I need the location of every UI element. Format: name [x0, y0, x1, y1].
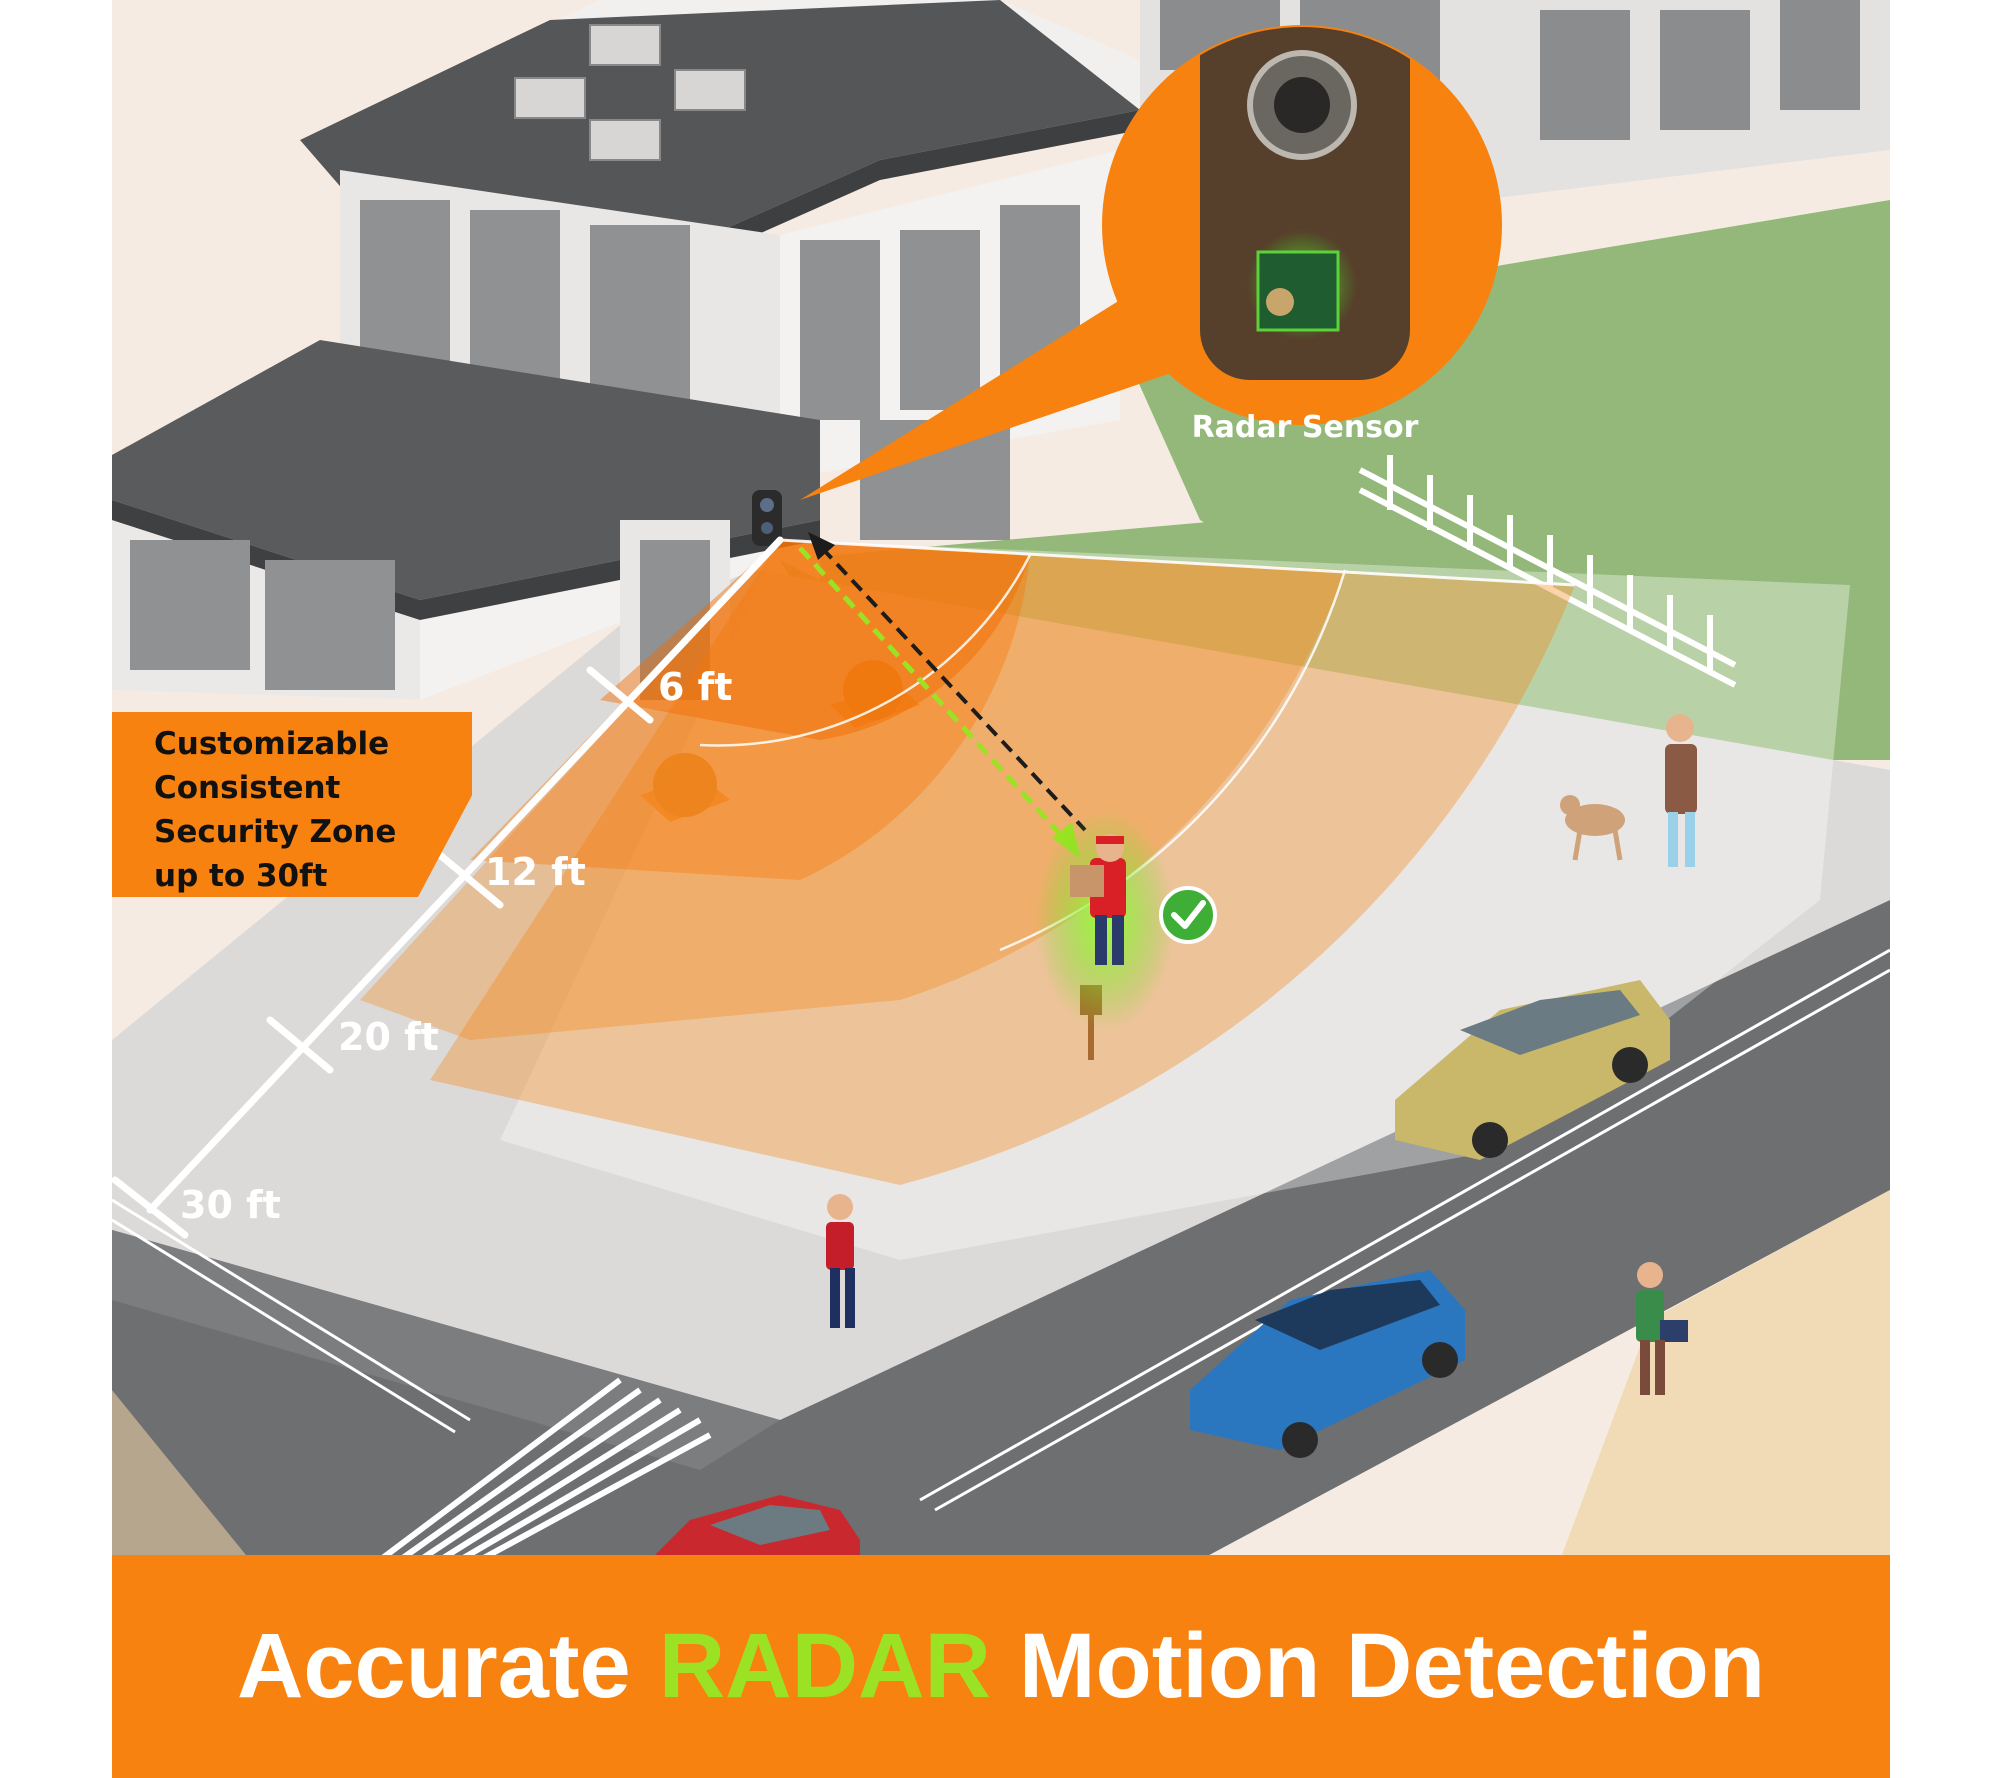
doorbell-camera: [752, 490, 782, 546]
headline-motion-detection: Motion Detection: [1018, 1615, 1766, 1717]
callout-line-1: Customizable: [154, 726, 390, 762]
headline-word-radar: RADAR: [658, 1615, 991, 1717]
planter-right: [830, 660, 920, 728]
callout-line-2: Consistent: [154, 770, 341, 806]
checkmark-icon: [1159, 886, 1217, 944]
radar-sensor-zoom: Radar Sensor: [1102, 25, 1502, 445]
distance-label-6ft: 6 ft: [658, 665, 732, 709]
headline-word-accurate: Accurate: [236, 1615, 631, 1717]
delivery-person: [1035, 810, 1175, 1030]
pedestrian-woman-with-dog: [1560, 714, 1697, 867]
distance-label-12ft: 12 ft: [485, 850, 586, 894]
pedestrian-with-bag: [1636, 1262, 1688, 1395]
car-red: [650, 1495, 860, 1560]
security-zone-callout: Customizable Consistent Security Zone up…: [112, 712, 472, 897]
zone-6ft: [600, 540, 1030, 740]
car-yellow: [1395, 980, 1670, 1160]
radar-chip: [1256, 250, 1340, 332]
car-blue: [1190, 1270, 1465, 1458]
house: [112, 0, 1140, 710]
planter-left: [640, 753, 730, 822]
callout-line-4: up to 30ft: [154, 858, 328, 894]
zone-12ft: [470, 540, 1030, 880]
headline-banner: Accurate RADAR Motion Detection: [112, 1555, 1890, 1778]
crosswalk: [378, 1377, 712, 1560]
zone-20ft: [360, 540, 1345, 1040]
callout-line-3: Security Zone: [154, 814, 397, 850]
distance-label-30ft: 30 ft: [180, 1183, 281, 1227]
zoom-connector: [800, 300, 1180, 500]
picket-fence: [1358, 455, 1737, 688]
radar-zones: [360, 538, 1576, 1185]
distance-ruler: [112, 536, 784, 1239]
pedestrian-walker: [826, 1194, 855, 1328]
radar-sensor-label: Radar Sensor: [1192, 410, 1419, 445]
distance-label-20ft: 20 ft: [338, 1015, 439, 1059]
road-left: [112, 1040, 780, 1470]
